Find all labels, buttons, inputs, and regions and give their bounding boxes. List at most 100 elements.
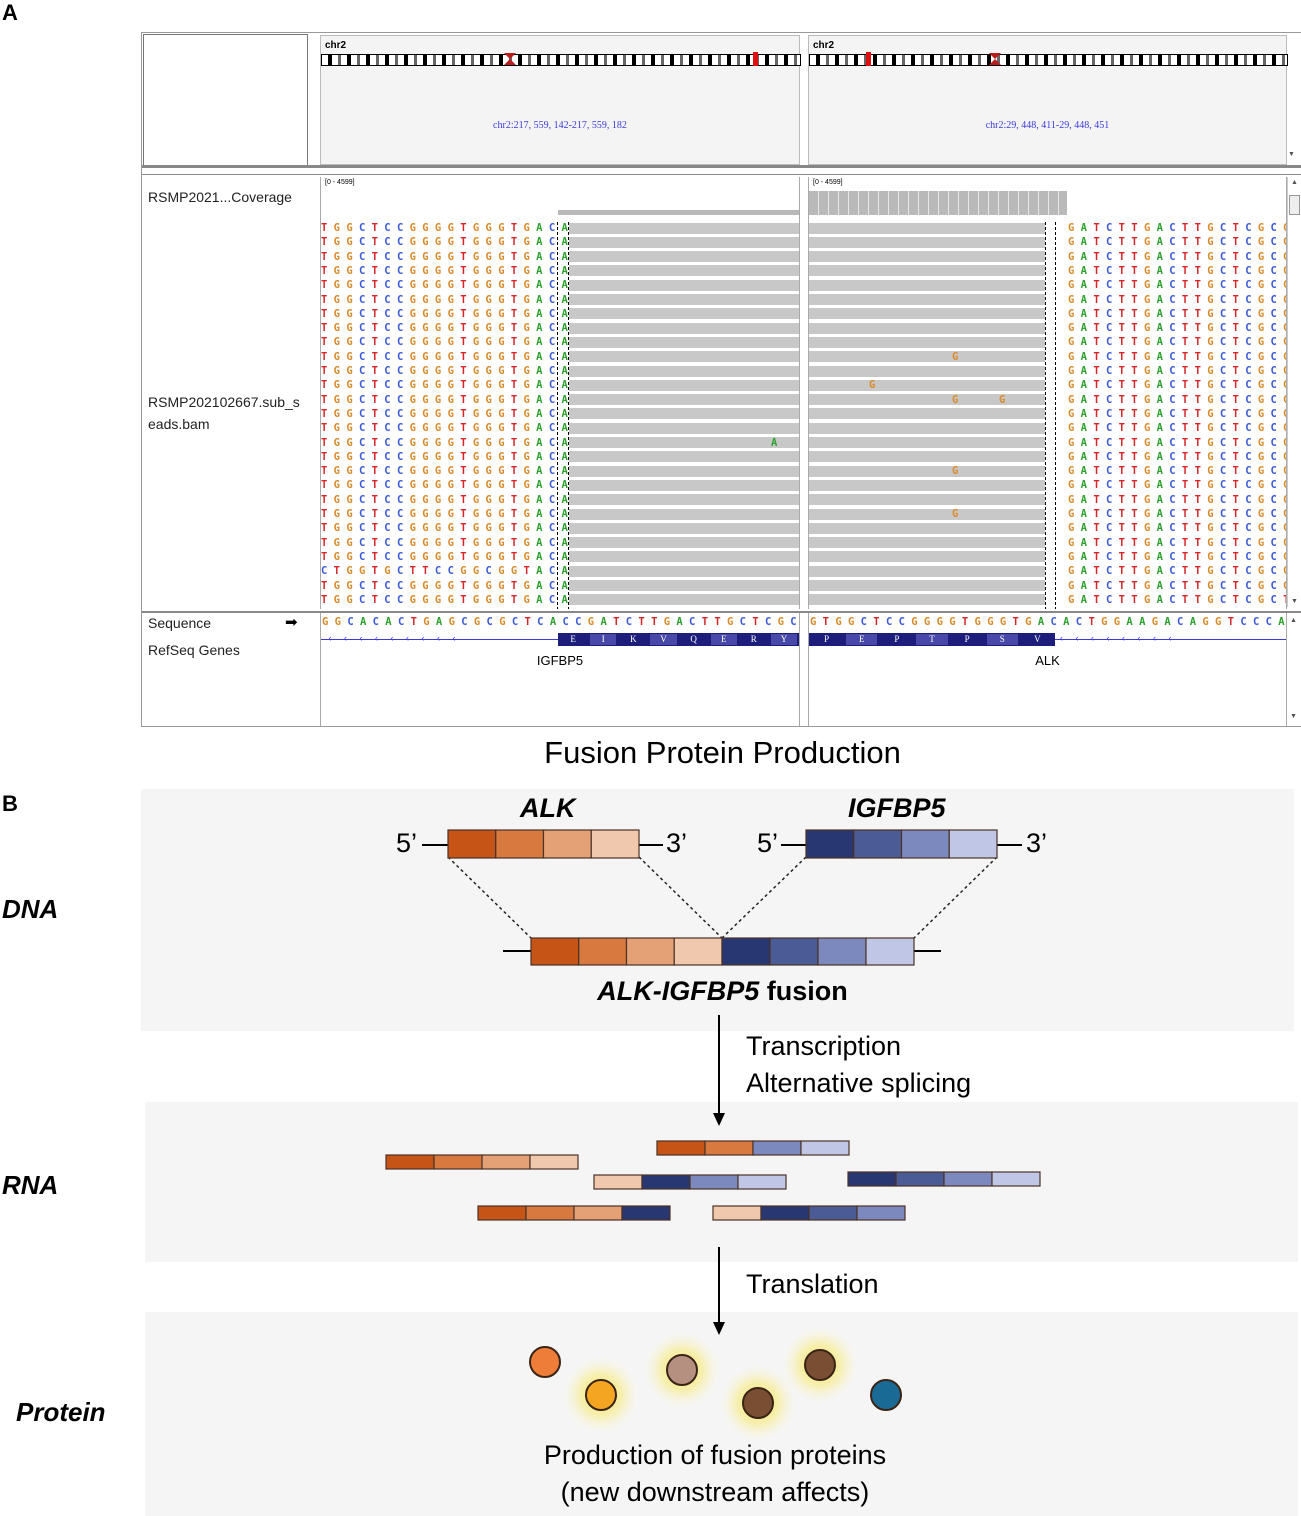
read-right-bar-6	[809, 308, 1045, 320]
sequence-strand-arrow-icon[interactable]: ➡	[285, 614, 298, 631]
read-left-bar-2	[569, 251, 799, 263]
rna-transcript-0-seg-0	[385, 1154, 435, 1170]
read-left-16[interactable]: T G G C T C C G G G G T G G G T G A C A	[321, 451, 574, 463]
read-right-11[interactable]: G A T C T T G A C T T G C T C G C G	[1068, 379, 1286, 392]
sequence-track-label[interactable]: Sequence	[148, 615, 212, 631]
feature-scroll-up-icon[interactable]: ▲	[1290, 617, 1297, 624]
mismatch-right-17-0: G	[952, 465, 959, 478]
read-right-17[interactable]: G A T C T T G A C T T G C T C G C G	[1068, 465, 1286, 478]
ideogram-left[interactable]	[321, 54, 801, 66]
read-left-22[interactable]: T G G C T C C G G G G T G G G T G A C A	[321, 537, 574, 549]
read-right-14[interactable]: G A T C T T G A C T T G C T C G C G	[1068, 422, 1286, 434]
read-left-0[interactable]: T G G C T C C G G G G T G G G T G A C A	[321, 222, 574, 234]
rna-transcript-2-seg-3	[737, 1174, 787, 1190]
read-right-2[interactable]: G A T C T T G A C T T G C T C G C G	[1068, 251, 1286, 263]
read-right-0[interactable]: G A T C T T G A C T T G C T C G C G	[1068, 222, 1286, 234]
igv-data-panel: RSMP2021...Coverage RSMP202102667.sub_s …	[142, 174, 1301, 611]
aa-left-1: I	[590, 634, 617, 645]
read-right-6[interactable]: G A T C T T G A C T T G C T C G C G	[1068, 308, 1286, 320]
read-right-22[interactable]: G A T C T T G A C T T G C T C G C G	[1068, 537, 1286, 549]
read-right-12[interactable]: G A T C T T G A C T T G C T C G C G	[1068, 394, 1286, 406]
read-right-25[interactable]: G A T C T T G A C T T G C T C G C G	[1068, 580, 1286, 592]
read-left-4[interactable]: T G G C T C C G G G G T G G G T G A C A	[321, 279, 574, 291]
read-right-24[interactable]: G A T C T T G A C T T G C T C G C G	[1068, 565, 1286, 577]
read-right-bases: G A T C T T G A C T T G C T C G C G	[1068, 379, 1286, 392]
bam-track-label-2[interactable]: eads.bam	[148, 416, 210, 432]
read-left-11[interactable]: T G G C T C C G G G G T G G G T G A C A	[321, 379, 574, 391]
read-right-15[interactable]: G A T C T T G A C T T G C T C G C G	[1068, 437, 1286, 449]
read-left-9[interactable]: T G G C T C C G G G G T G G G T G A C A	[321, 351, 574, 363]
read-right-7[interactable]: G A T C T T G A C T T G C T C G C G	[1068, 322, 1286, 334]
read-right-5[interactable]: G A T C T T G A C T T G C T C G C G	[1068, 294, 1286, 306]
read-right-21[interactable]: G A T C T T G A C T T G C T C G C G	[1068, 522, 1286, 534]
data-scrollbar[interactable]: ▲ ▼	[1287, 177, 1301, 607]
mismatch-right-12-0: G	[952, 393, 959, 406]
read-left-23[interactable]: T G G C T C C G G G G T G G G T G A C A	[321, 551, 574, 563]
read-right-10[interactable]: G A T C T T G A C T T G C T C G C G	[1068, 365, 1286, 377]
read-left-5[interactable]: T G G C T C C G G G G T G G G T G A C A	[321, 294, 574, 306]
read-right-13[interactable]: G A T C T T G A C T T G C T C G C G	[1068, 408, 1286, 420]
read-right-bar-8	[809, 336, 1045, 348]
read-left-bases: T G G C T C C G G G G T G G G T G A C A	[321, 293, 575, 306]
bam-track-label-1[interactable]: RSMP202102667.sub_s	[148, 394, 300, 410]
gene-strand-left: ‹ ‹ ‹ ‹ ‹ ‹ ‹ ‹ ‹	[321, 633, 456, 643]
ideogram-right[interactable]	[809, 54, 1288, 66]
coverage-range-right: [0 - 4599]	[813, 179, 843, 186]
read-left-6[interactable]: T G G C T C C G G G G T G G G T G A C A	[321, 308, 574, 320]
read-right-bases: G A T C T T G A C T T G C T C G C G	[1068, 465, 1286, 478]
coverage-track-label[interactable]: RSMP2021...Coverage	[148, 189, 292, 205]
read-left-24[interactable]: C T G G T G C T T C C G G C G G T A C A	[321, 565, 574, 577]
read-left-15[interactable]: T G G C T C C G G G G T G G G T G A C A	[321, 437, 574, 449]
read-left-14[interactable]: T G G C T C C G G G G T G G G T G A C A	[321, 422, 574, 434]
header-scroll-arrow[interactable]: ▼	[1288, 151, 1295, 158]
read-right-20[interactable]: G A T C T T G A C T T G C T C G C G	[1068, 508, 1286, 520]
read-left-1[interactable]: T G G C T C C G G G G T G G G T G A C A	[321, 236, 574, 248]
read-right-bases: G A T C T T G A C T T G C T C G C G	[1068, 279, 1286, 292]
read-left-7[interactable]: T G G C T C C G G G G T G G G T G A C A	[321, 322, 574, 334]
read-right-9[interactable]: G A T C T T G A C T T G C T C G C G	[1068, 351, 1286, 363]
read-right-16[interactable]: G A T C T T G A C T T G C T C G C G	[1068, 451, 1286, 463]
read-left-2[interactable]: T G G C T C C G G G G T G G G T G A C A	[321, 251, 574, 263]
scroll-up-icon[interactable]: ▲	[1291, 179, 1298, 186]
rna-transcript-1-seg-1	[704, 1140, 754, 1156]
read-left-12[interactable]: T G G C T C C G G G G T G G G T G A C A	[321, 394, 574, 406]
read-left-26[interactable]: T G G C T C C G G G G T G G G T G A C A	[321, 594, 574, 606]
alk-gene-seg-2	[542, 829, 592, 859]
read-right-1[interactable]: G A T C T T G A C T T G C T C G C G	[1068, 236, 1286, 248]
read-right-18[interactable]: G A T C T T G A C T T G C T C G C G	[1068, 479, 1286, 491]
reads-right: G A T C T T G A C T T G C T C G C G G A …	[809, 222, 1286, 609]
read-right-26[interactable]: G A T C T T G A C T T G C T C G C T	[1068, 594, 1286, 606]
read-left-20[interactable]: T G G C T C C G G G G T G G G T G A C A	[321, 508, 574, 520]
read-right-8[interactable]: G A T C T T G A C T T G C T C G C G	[1068, 336, 1286, 348]
read-left-bases: T G G C T C C G G G G T G G G T G A C A	[321, 536, 575, 549]
scroll-down-icon[interactable]: ▼	[1291, 598, 1298, 605]
rna-transcript-3-seg-3	[991, 1171, 1041, 1187]
fusion-alk-seg-3	[673, 937, 723, 966]
read-left-3[interactable]: T G G C T C C G G G G T G G G T G A C A	[321, 265, 574, 277]
alk-gene-seg-3	[590, 829, 640, 859]
scroll-thumb[interactable]	[1289, 195, 1300, 215]
read-right-bases: G A T C T T G A C T T G C T C G C G	[1068, 508, 1286, 520]
read-right-3[interactable]: G A T C T T G A C T T G C T C G C G	[1068, 265, 1286, 277]
aa-left-5: E	[710, 634, 737, 645]
read-left-18[interactable]: T G G C T C C G G G G T G G G T G A C A	[321, 479, 574, 491]
read-left-17[interactable]: T G G C T C C G G G G T G G G T G A C A	[321, 465, 574, 477]
read-right-19[interactable]: G A T C T T G A C T T G C T C G C G	[1068, 494, 1286, 506]
read-left-bases: T G G C T C C G G G G T G G G T G A C A	[321, 422, 575, 435]
read-right-23[interactable]: G A T C T T G A C T T G C T C G C G	[1068, 551, 1286, 563]
feature-scroll-down-icon[interactable]: ▼	[1290, 713, 1297, 720]
read-left-25[interactable]: T G G C T C C G G G G T G G G T G A C A	[321, 580, 574, 592]
read-left-8[interactable]: T G G C T C C G G G G T G G G T G A C A	[321, 336, 574, 348]
read-left-19[interactable]: T G G C T C C G G G G T G G G T G A C A	[321, 494, 574, 506]
read-left-bar-14	[569, 422, 799, 434]
read-left-21[interactable]: T G G C T C C G G G G T G G G T G A C A	[321, 522, 574, 534]
read-left-10[interactable]: T G G C T C C G G G G T G G G T G A C A	[321, 365, 574, 377]
read-left-13[interactable]: T G G C T C C G G G G T G G G T G A C A	[321, 408, 574, 420]
read-right-bar-7	[809, 322, 1045, 334]
refseq-track-label[interactable]: RefSeq Genes	[148, 642, 240, 658]
read-right-4[interactable]: G A T C T T G A C T T G C T C G C G	[1068, 279, 1286, 292]
rna-transcript-5-seg-2	[808, 1205, 858, 1221]
protein-0	[529, 1346, 561, 1378]
